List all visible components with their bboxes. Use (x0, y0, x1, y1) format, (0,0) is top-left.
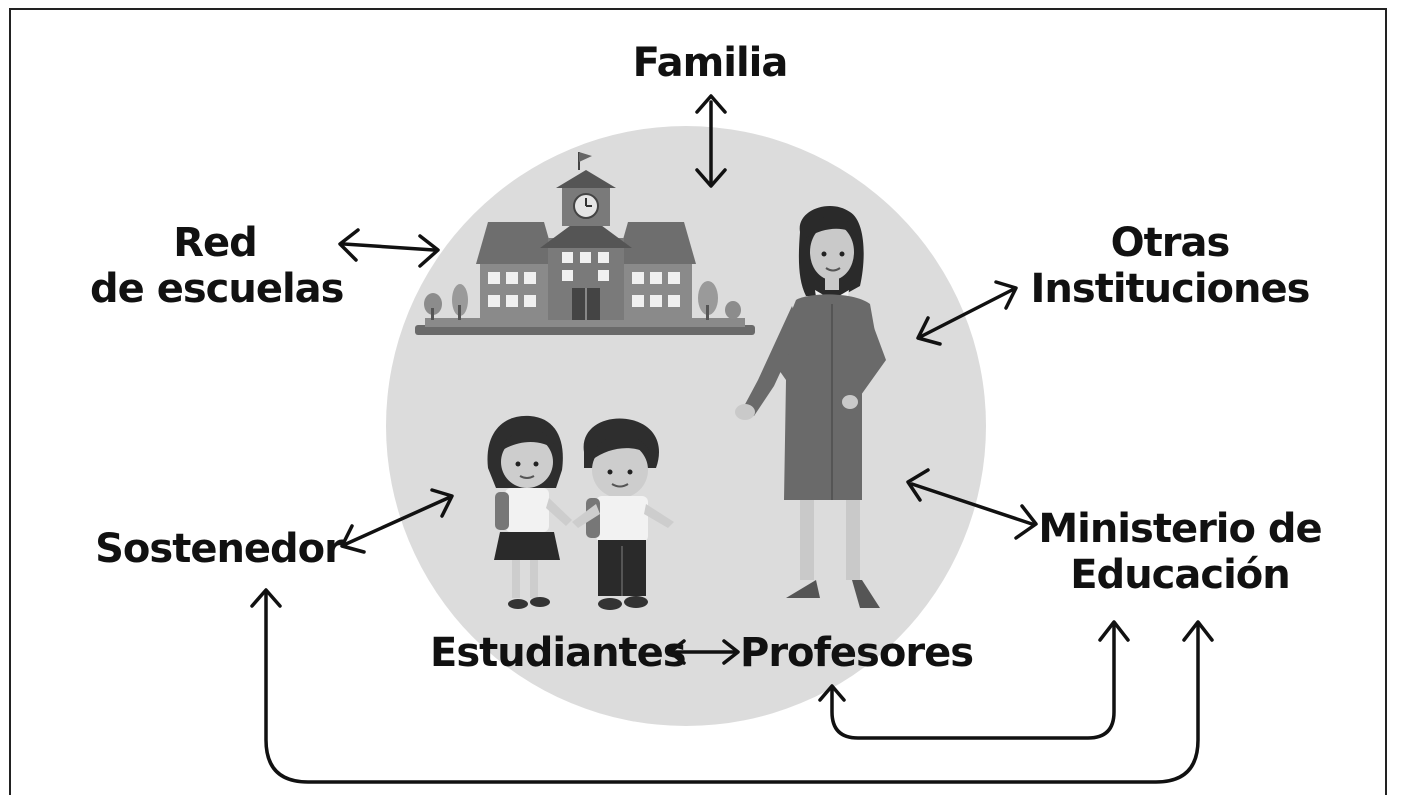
arrow-ministerio-head-left (906, 468, 930, 502)
arrow-red-head-right (418, 234, 440, 268)
arrow-otras-head-left (916, 316, 942, 346)
arrow-sostenedor-head-right (430, 488, 454, 518)
arrow-red-head-left (338, 228, 360, 262)
diagram-frame (9, 8, 1387, 795)
arrow-sostenedor-head-left (340, 524, 366, 554)
arrow-sm-head-left (250, 588, 282, 608)
label-otras-line1: Otras (1110, 220, 1231, 266)
girl-student-figure (487, 415, 572, 609)
label-profesores: Profesores (740, 630, 974, 676)
arrow-red (342, 242, 436, 252)
label-estudiantes: Estudiantes (430, 630, 687, 676)
arrow-ep-head-right (722, 639, 740, 665)
arrow-otras-head-right (994, 280, 1018, 310)
arrow-sostenedor-ministerio (264, 590, 1200, 784)
arrow-pm-head-top (1098, 620, 1130, 642)
label-otras-instituciones: Otras Instituciones (1020, 220, 1320, 312)
arrow-familia-head-bottom (695, 168, 727, 188)
arrow-otras (920, 288, 1014, 338)
label-ministerio-de-educacion: Ministerio de Educación (1020, 506, 1340, 598)
arrow-ministerio-head-right (1014, 504, 1038, 540)
label-red-line2: de escuelas (90, 266, 344, 312)
label-otras-line2: Instituciones (1030, 266, 1311, 312)
label-sostenedor: Sostenedor (95, 526, 344, 572)
label-familia: Familia (632, 40, 789, 86)
teacher-figure (735, 205, 886, 608)
school-building-icon (415, 152, 755, 335)
label-ministerio-line2: Educación (1070, 552, 1291, 598)
boy-student-figure (572, 418, 674, 610)
label-red-de-escuelas: Red de escuelas (90, 220, 344, 312)
arrow-ep-head-left (668, 639, 686, 665)
label-red-line1: Red (173, 220, 258, 266)
arrow-pm-head-bottom (818, 684, 846, 702)
arrow-familia-head-top (695, 94, 727, 114)
arrow-profesores-ministerio (830, 624, 1116, 740)
arrow-sm-head-right (1182, 620, 1214, 642)
arrow-sostenedor (344, 496, 450, 546)
arrow-ministerio (910, 482, 1034, 526)
label-ministerio-line1: Ministerio de (1038, 506, 1322, 552)
